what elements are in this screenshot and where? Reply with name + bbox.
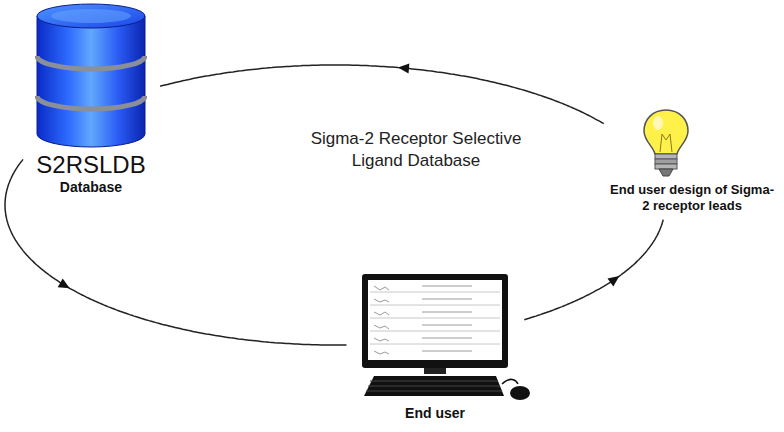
lightbulb-icon (640, 108, 692, 180)
diagram-node: S2RSLDBDatabase (28, 2, 154, 196)
arrowhead (398, 63, 409, 73)
cycle-connector (524, 220, 663, 320)
diagram-node: End user design of Sigma-2 receptor lead… (610, 106, 774, 214)
database-caption: Database (28, 178, 154, 196)
computer-icon (352, 272, 532, 404)
center-label: Sigma-2 Receptor Selective Ligand Databa… (300, 128, 532, 172)
cycle-connector (5, 159, 347, 345)
database-cylinder (35, 2, 147, 150)
user-caption: End user (352, 404, 518, 422)
connector-line (5, 159, 347, 345)
arrowhead (58, 278, 70, 288)
database-title: S2RSLDB (28, 152, 154, 178)
connector-line (160, 65, 604, 124)
arrowhead (607, 276, 619, 286)
connector-line (524, 220, 663, 320)
cycle-connector (160, 63, 604, 123)
diagram-node: End user (352, 272, 518, 422)
lightbulb-caption: End user design of Sigma-2 receptor lead… (610, 182, 774, 214)
